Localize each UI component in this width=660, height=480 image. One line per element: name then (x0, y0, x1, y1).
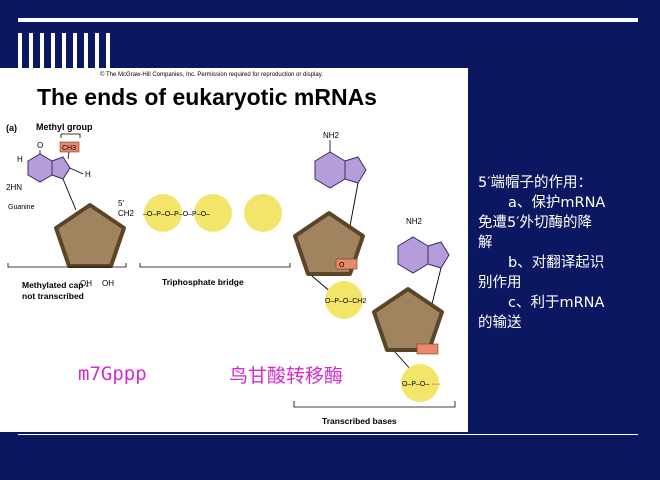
guanine-label: Guanine (8, 204, 35, 211)
phosphate-5 (401, 364, 439, 402)
transcribed-bracket (293, 401, 456, 408)
svg-text:O–P–O–CH2: O–P–O–CH2 (325, 298, 366, 305)
svg-text:O: O (37, 141, 43, 150)
sugar-ring-1 (54, 203, 126, 268)
slide-decor-bars (18, 33, 110, 69)
figure-panel: © The McGraw-Hill Companies, Inc. Permis… (0, 68, 468, 432)
methyl-ch3-box (59, 141, 80, 153)
not-transcribed-label: not transcribed (22, 291, 84, 301)
phosphate-1 (144, 194, 182, 232)
figure-title: The ends of eukaryotic mRNAs (37, 84, 377, 110)
svg-text:NH2: NH2 (406, 217, 423, 226)
slide-top-line (18, 18, 638, 22)
svg-text:H: H (85, 170, 91, 179)
methyl-ch3-box-3 (416, 343, 439, 355)
svg-text:NH2: NH2 (323, 131, 340, 140)
caption-point-b: b、对翻译起识 (508, 255, 605, 271)
phosphate-3 (244, 194, 282, 232)
cap-function-caption: 5′端帽子的作用： a、保护mRNA 免遭5′外切酶的降 解 b、对翻译起识 别… (478, 173, 638, 333)
copyright-notice: © The McGraw-Hill Companies, Inc. Permis… (100, 72, 323, 78)
svg-text:H: H (17, 155, 23, 164)
adenine-base-2 (397, 236, 429, 274)
panel-label: (a) (6, 123, 17, 133)
svg-text:O–P–O– ····: O–P–O– ···· (402, 381, 441, 388)
svg-text:CH3: CH3 (62, 145, 76, 152)
guanine-base-shape (27, 153, 53, 183)
svg-text:OH: OH (80, 279, 92, 288)
enzyme-annotation: 鸟甘酸转移酶 (229, 365, 344, 387)
triphosphate-bridge: –O–P–O–P–O–P–O– (143, 194, 282, 232)
svg-text:O: O (339, 262, 345, 269)
mrna-cap-diagram: (a) Methyl group CH3 O H H 2HN Guanine 5… (6, 122, 456, 426)
triphosphate-label: Triphosphate bridge (162, 277, 244, 287)
methylated-cap-label: Methylated cap - (22, 280, 89, 290)
svg-text:–O–P–O–P–O–P–O–: –O–P–O–P–O–P–O– (143, 211, 210, 218)
caption-point-c: c、利于mRNA (508, 295, 605, 311)
phosphate-2 (194, 194, 232, 232)
m7gppp-annotation: m7Gppp (78, 363, 147, 385)
cap-bracket (7, 263, 127, 268)
adenine-base-1 (314, 151, 346, 189)
transcribed-bases-label: Transcribed bases (322, 416, 397, 426)
methyl-group-label: Methyl group (36, 122, 93, 132)
caption-heading: 5′端帽子的作用： (478, 175, 593, 191)
svg-text:OH: OH (102, 279, 114, 288)
caption-point-a: a、保护mRNA (508, 195, 606, 211)
svg-text:CH2: CH2 (118, 209, 135, 218)
methyl-bracket (60, 133, 81, 138)
svg-text:5': 5' (118, 199, 124, 208)
phosphate-4 (325, 281, 363, 319)
methyl-ch3-box-2 (335, 258, 358, 270)
h2n-label: 2HN (6, 183, 22, 192)
slide-bottom-line (18, 434, 638, 435)
triphosphate-bracket (139, 263, 291, 268)
sugar-ring-3 (372, 287, 444, 352)
